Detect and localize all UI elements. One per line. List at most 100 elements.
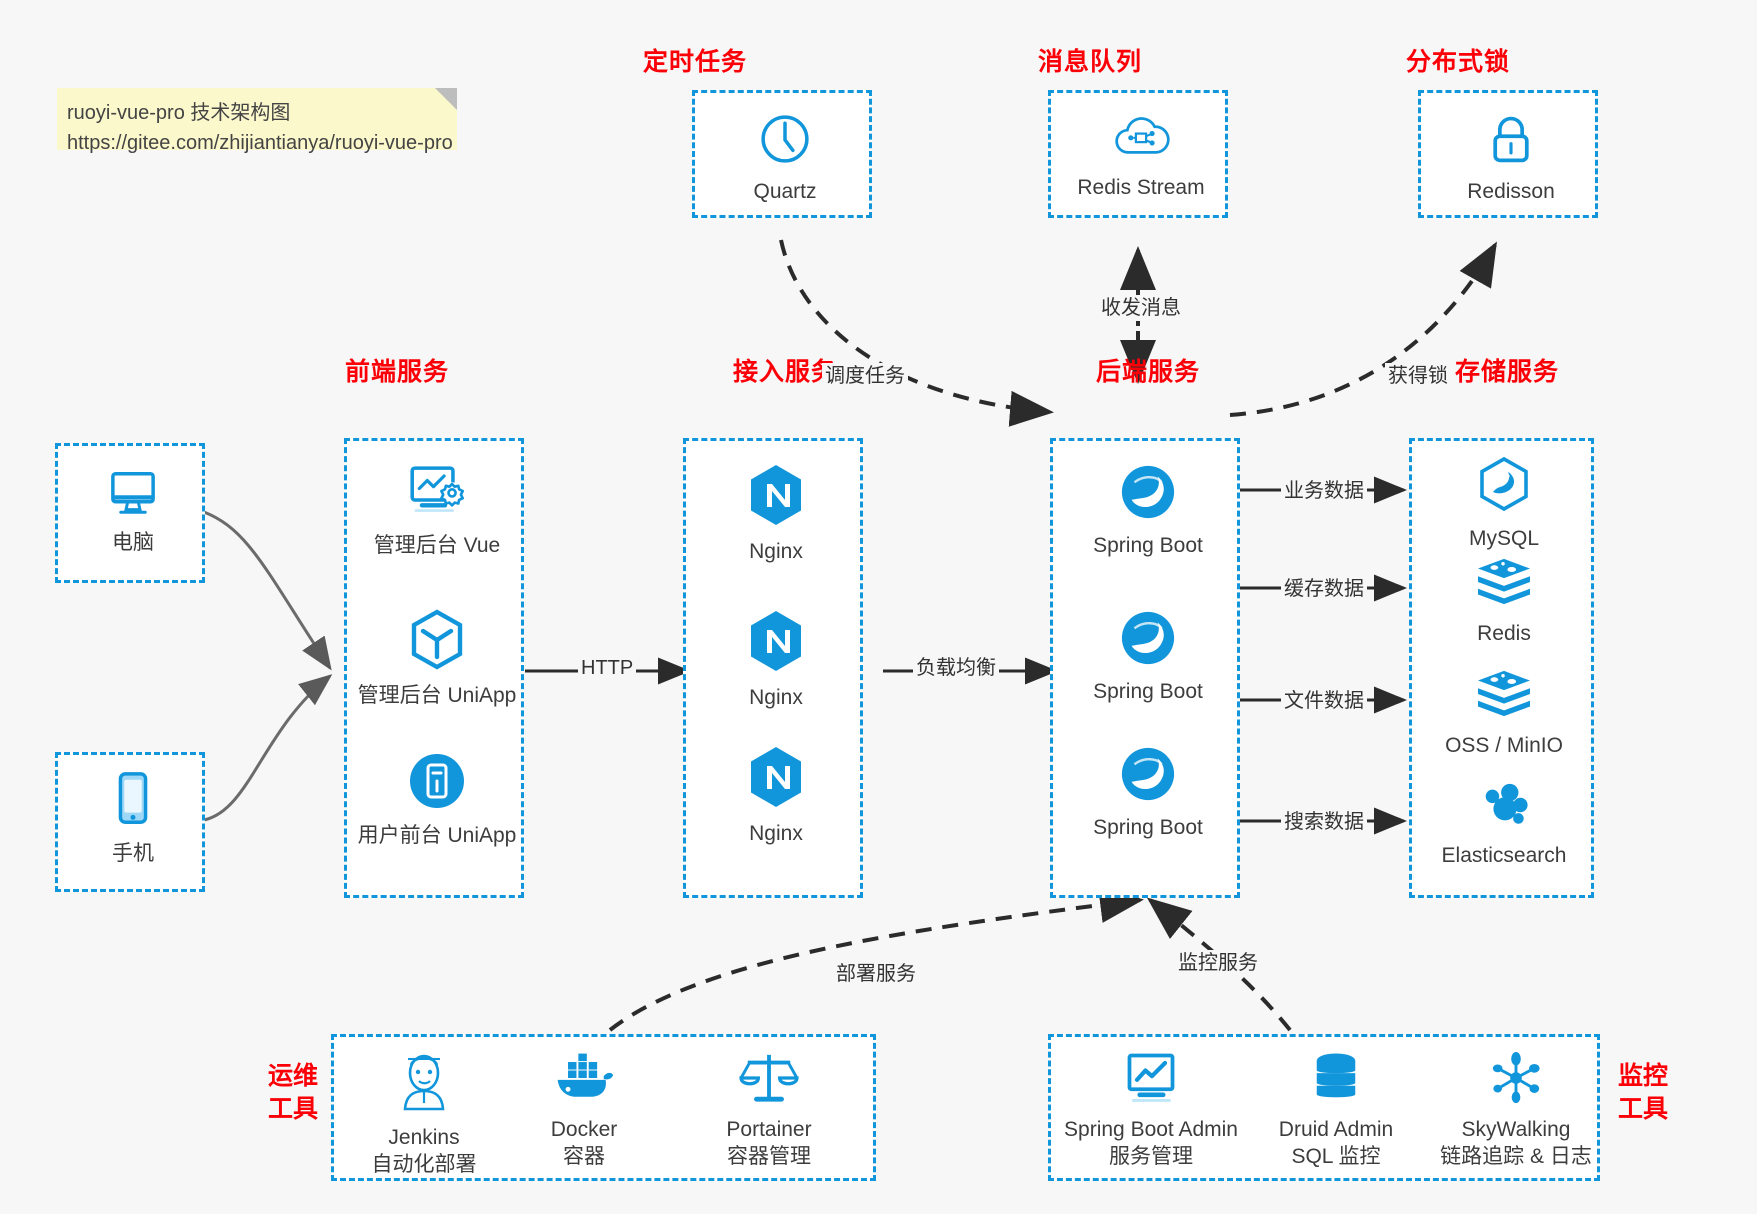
node-admin-uniapp[interactable]: 管理后台 UniApp <box>347 609 527 709</box>
node-label: Elasticsearch <box>1441 844 1567 867</box>
node-sublabel: 服务管理 <box>1109 1145 1193 1168</box>
clock-icon <box>695 111 875 172</box>
box-devops-tools: Jenkins 自动化部署 Docker 容器 <box>331 1034 876 1181</box>
node-jenkins[interactable]: Jenkins 自动化部署 <box>329 1051 519 1178</box>
desktop-icon <box>43 468 223 523</box>
node-spring-boot-2[interactable]: Spring Boot <box>1058 609 1238 705</box>
docker-icon <box>489 1051 679 1110</box>
cube-icon <box>347 609 527 676</box>
devops-title-line1: 运维 <box>267 1062 318 1090</box>
node-spring-boot-1[interactable]: Spring Boot <box>1058 463 1238 559</box>
edge-label-send-receive-message: 收发消息 <box>1098 295 1184 321</box>
node-label: Quartz <box>753 180 817 203</box>
node-sublabel: 容器 <box>563 1145 605 1168</box>
node-label: Spring Boot Admin <box>1064 1118 1238 1141</box>
node-sublabel: 容器管理 <box>727 1145 811 1168</box>
edge-label-load-balance: 负载均衡 <box>913 655 999 681</box>
note-line-url: https://gitee.com/zhijiantianya/ruoyi-vu… <box>67 132 453 154</box>
scales-icon <box>674 1051 864 1110</box>
box-frontend-service: 管理后台 Vue 管理后台 UniApp 用户前台 UniApp <box>344 438 524 898</box>
monitor-title-line1: 监控 <box>1617 1062 1668 1090</box>
box-phone: 手机 <box>55 752 205 892</box>
box-storage-service: MySQL Redis <box>1409 438 1594 898</box>
mobile-icon <box>43 771 223 834</box>
node-sublabel: 链路追踪 & 日志 <box>1440 1145 1592 1168</box>
nginx-icon <box>686 609 866 678</box>
node-label: 管理后台 Vue <box>373 534 501 557</box>
redis-icon <box>1414 669 1594 726</box>
node-admin-vue[interactable]: 管理后台 Vue <box>347 463 527 559</box>
node-label: Redis Stream <box>1077 176 1205 199</box>
elasticsearch-icon <box>1414 779 1594 836</box>
edge-label-search-data: 搜索数据 <box>1281 809 1367 835</box>
group-title-frontend-service: 前端服务 <box>344 358 449 386</box>
node-label: 管理后台 UniApp <box>357 684 517 707</box>
node-label: Nginx <box>749 822 803 845</box>
node-nginx-3[interactable]: Nginx <box>686 745 866 847</box>
cloud-stream-icon <box>1051 111 1231 168</box>
database-icon <box>1241 1051 1431 1110</box>
node-redis[interactable]: Redis <box>1414 557 1594 647</box>
node-label: SkyWalking <box>1461 1118 1571 1141</box>
box-scheduled-task: Quartz <box>692 90 872 218</box>
edge-label-business-data: 业务数据 <box>1281 478 1367 504</box>
node-label: Redisson <box>1467 180 1555 203</box>
node-label: Docker <box>550 1118 618 1141</box>
node-spring-boot-3[interactable]: Spring Boot <box>1058 745 1238 841</box>
dashboard-icon <box>347 463 527 526</box>
app-icon <box>347 751 527 816</box>
edge-label-deploy-service: 部署服务 <box>833 961 919 987</box>
lock-icon <box>1421 111 1601 172</box>
node-quartz[interactable]: Quartz <box>695 111 875 205</box>
group-title-message-queue: 消息队列 <box>1037 48 1142 76</box>
node-spring-boot-admin[interactable]: Spring Boot Admin 服务管理 <box>1046 1051 1256 1170</box>
node-druid-admin[interactable]: Druid Admin SQL 监控 <box>1241 1051 1431 1170</box>
node-nginx-2[interactable]: Nginx <box>686 609 866 711</box>
node-label: MySQL <box>1468 527 1539 550</box>
jenkins-icon <box>329 1051 519 1118</box>
note-line-title: ruoyi-vue-pro 技术架构图 <box>67 102 291 124</box>
node-label: 用户前台 UniApp <box>357 824 517 847</box>
node-label: Portainer <box>726 1118 812 1141</box>
group-title-monitor-tools: 监控 工具 <box>1608 1060 1678 1126</box>
node-label: Spring Boot <box>1093 680 1203 703</box>
node-nginx-1[interactable]: Nginx <box>686 463 866 565</box>
edge-label-cache-data: 缓存数据 <box>1281 576 1367 602</box>
redis-icon <box>1414 557 1594 614</box>
group-title-devops-tools: 运维 工具 <box>258 1060 328 1126</box>
node-redisson[interactable]: Redisson <box>1421 111 1601 205</box>
monitor-chart-icon <box>1046 1051 1256 1110</box>
node-computer[interactable]: 电脑 <box>43 468 223 556</box>
nginx-icon <box>686 745 866 814</box>
node-label: Nginx <box>749 686 803 709</box>
node-skywalking[interactable]: SkyWalking 链路追踪 & 日志 <box>1416 1051 1616 1170</box>
node-phone[interactable]: 手机 <box>43 771 223 867</box>
box-monitor-tools: Spring Boot Admin 服务管理 Druid Admin SQL 监… <box>1048 1034 1600 1181</box>
group-title-storage-service: 存储服务 <box>1454 358 1559 386</box>
node-user-uniapp[interactable]: 用户前台 UniApp <box>347 751 527 849</box>
group-title-backend-service: 后端服务 <box>1095 358 1200 386</box>
note-fold-corner <box>435 88 457 110</box>
group-title-scheduled-task: 定时任务 <box>642 48 747 76</box>
node-elasticsearch[interactable]: Elasticsearch <box>1414 779 1594 869</box>
box-gateway-service: Nginx Nginx Nginx <box>683 438 863 898</box>
group-title-gateway-service: 接入服务 <box>732 358 837 386</box>
edge-label-acquire-lock: 获得锁 <box>1385 363 1451 389</box>
node-mysql[interactable]: MySQL <box>1414 456 1594 552</box>
node-redis-stream[interactable]: Redis Stream <box>1051 111 1231 201</box>
node-docker[interactable]: Docker 容器 <box>489 1051 679 1170</box>
node-label: Druid Admin <box>1278 1118 1394 1141</box>
box-backend-service: Spring Boot Spring Boot Spring Boot <box>1050 438 1240 898</box>
mysql-icon <box>1414 456 1594 519</box>
box-computer: 电脑 <box>55 443 205 583</box>
devops-title-line2: 工具 <box>267 1095 318 1123</box>
node-label: Spring Boot <box>1093 816 1203 839</box>
node-label: 手机 <box>112 842 154 865</box>
node-portainer[interactable]: Portainer 容器管理 <box>674 1051 864 1170</box>
node-label: OSS / MinIO <box>1445 734 1563 757</box>
box-distributed-lock: Redisson <box>1418 90 1598 218</box>
node-oss-minio[interactable]: OSS / MinIO <box>1414 669 1594 759</box>
box-message-queue: Redis Stream <box>1048 90 1228 218</box>
node-label: Spring Boot <box>1093 534 1203 557</box>
